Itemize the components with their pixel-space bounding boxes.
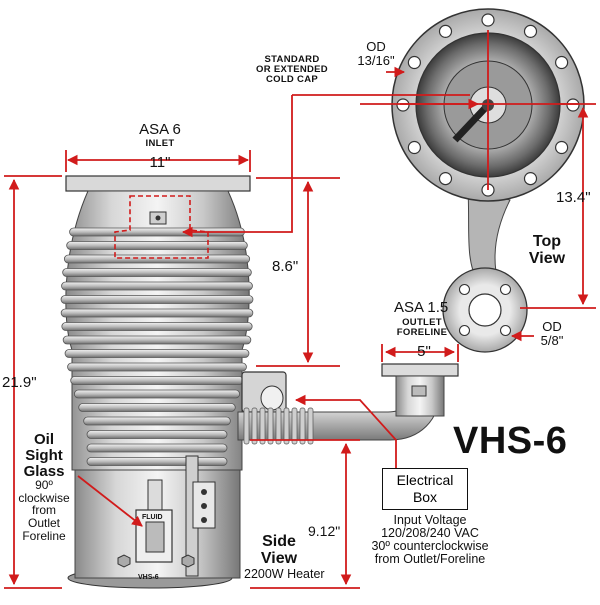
top-height-dim: 13.4" [556, 189, 591, 206]
bolt-hole [555, 140, 569, 155]
cold-cap-outline [114, 195, 209, 259]
bolt-hole [555, 55, 569, 70]
outlet-width-dim: 5" [417, 343, 431, 360]
bolt-hole [407, 55, 421, 70]
inlet-label: INLET [145, 138, 175, 149]
bolt-hole [396, 98, 410, 112]
model-title: VHS-6 [453, 420, 568, 462]
outlet-label: OUTLET FORELINE [396, 317, 448, 338]
inlet-name: ASA 6 [139, 121, 181, 138]
inlet-width-dim: 11" [149, 154, 171, 171]
dim-8-6: 8.6" [272, 258, 299, 275]
foreline-bellows [243, 407, 314, 445]
bellows-ring [299, 407, 306, 445]
cooling-fins [60, 227, 254, 466]
fluid-label: FLUID [142, 514, 163, 521]
cooling-fin [62, 268, 252, 277]
bolt-hole [523, 172, 538, 186]
cooling-fin [63, 254, 251, 264]
dim-9-12: 9.12" [308, 523, 341, 539]
bolt-hole [499, 283, 512, 296]
dimension-lines [4, 30, 596, 589]
cooling-fin [86, 430, 228, 439]
cooling-fin [83, 416, 231, 426]
bolt-hole [458, 324, 471, 337]
bellows-ring [283, 407, 290, 445]
top-od-label: OD 13/16" [357, 39, 395, 68]
cooling-fin [60, 295, 254, 304]
bolt-hole [566, 98, 580, 112]
bellows-ring [275, 407, 282, 445]
dim-21-9: 21.9" [2, 374, 37, 391]
cooling-fin [73, 389, 241, 399]
input-voltage-label: Input Voltage 120/208/240 VAC 30º counte… [371, 513, 489, 567]
bolt-hole [458, 283, 471, 296]
model-plate: VHS-6 [138, 574, 159, 581]
cooling-fin [86, 457, 228, 466]
side-view-pump [60, 175, 459, 589]
heater-label: 2200W Heater [244, 567, 325, 581]
bolt-hole [523, 24, 538, 38]
cooling-fin [60, 308, 254, 318]
cooling-fin [67, 362, 247, 372]
bellows-ring [307, 407, 314, 445]
bolt-hole [438, 172, 453, 186]
outlet-flange [381, 363, 459, 377]
cooling-fin [66, 241, 248, 250]
bellows-ring [267, 407, 274, 445]
cooling-fin [64, 349, 250, 358]
bellows-ring [243, 407, 250, 445]
outlet-name: ASA 1.5 [394, 299, 449, 316]
inlet-flange [65, 175, 251, 192]
cooling-fin [62, 335, 252, 345]
bellows-ring [291, 407, 298, 445]
oil-sight-glass-tube [147, 479, 163, 511]
top-view-label: Top View [528, 233, 566, 267]
bolt-hole [499, 324, 512, 337]
cooling-fin [61, 281, 253, 291]
bellows-ring [251, 407, 258, 445]
cold-cap-label: STANDARD OR EXTENDED COLD CAP [256, 54, 328, 85]
oil-sight-glass-label: Oil Sight Glass 90º clockwise from Outle… [18, 431, 70, 543]
cooling-fin [61, 322, 253, 331]
electrical-box-label: Electrical Box [382, 468, 468, 510]
bolt-hole [438, 24, 453, 38]
top-flange-bolt-holes [396, 13, 580, 197]
cooling-fin [70, 376, 244, 385]
bolt-hole [481, 13, 495, 27]
bolt-hole [407, 140, 421, 155]
side-view-label: Side View [260, 533, 298, 567]
cooling-fin [86, 443, 228, 453]
bellows-ring [259, 407, 266, 445]
outlet-flange-bolt-holes [458, 283, 512, 337]
cooling-fin [78, 403, 236, 412]
outlet-od-label: OD 5/8" [540, 319, 564, 348]
